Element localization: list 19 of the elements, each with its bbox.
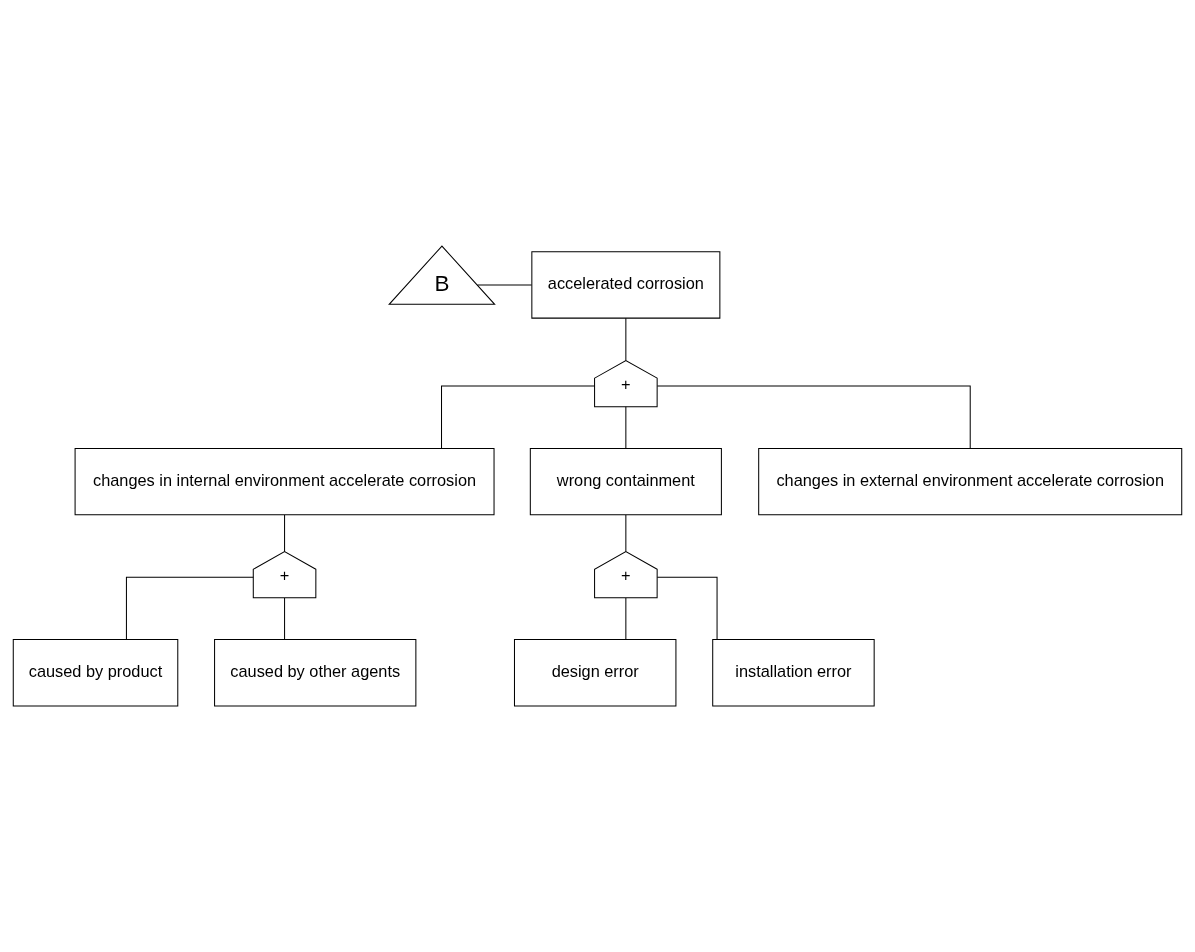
connector bbox=[441, 385, 596, 449]
node-box: caused by other agents bbox=[214, 639, 417, 707]
node-box: changes in internal environment accelerate corrosion bbox=[74, 447, 495, 516]
connector bbox=[284, 514, 286, 552]
node-box: design error bbox=[513, 639, 677, 707]
connector bbox=[625, 317, 627, 361]
node-box: installation error bbox=[712, 639, 875, 707]
connector bbox=[656, 576, 718, 640]
connector bbox=[476, 284, 533, 286]
node-box: accelerated corrosion bbox=[531, 251, 721, 319]
connector bbox=[625, 514, 627, 552]
connector bbox=[125, 576, 254, 640]
node-box: caused by product bbox=[12, 639, 179, 707]
connector bbox=[625, 597, 627, 640]
node-box: wrong containment bbox=[529, 447, 722, 516]
connector bbox=[625, 406, 627, 449]
node-box: changes in external environment accelerate corrosion bbox=[758, 447, 1183, 516]
connector bbox=[284, 597, 286, 640]
connector bbox=[656, 385, 971, 449]
